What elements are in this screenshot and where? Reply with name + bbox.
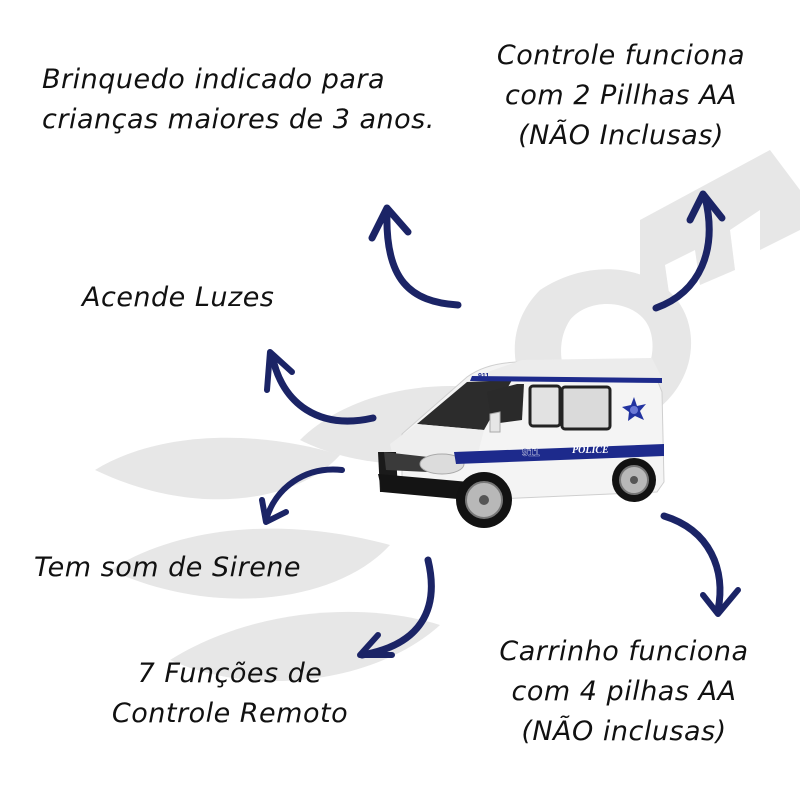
age-line-2: crianças maiores de 3 anos. <box>42 104 435 135</box>
arrow-up-right-icon <box>652 190 726 312</box>
car-batteries-line-1: Carrinho funciona <box>499 636 749 667</box>
controller-line-2: com 2 Pillhas AA <box>504 80 738 111</box>
controller-batteries-text: Controle funciona com 2 Pillhas AA (NÃO … <box>486 36 756 156</box>
grille <box>384 452 428 472</box>
car-batteries-text: Carrinho funciona com 4 pilhas AA (NÃO i… <box>484 632 764 752</box>
rear-wheel <box>612 458 656 502</box>
arrow-up-left-icon <box>368 204 462 309</box>
arrow-car-batteries-icon <box>660 512 741 617</box>
rear-side-window <box>560 385 612 431</box>
top-stripe <box>470 376 662 383</box>
watermark-leaf-1 <box>95 437 340 500</box>
car-batteries-line-2: com 4 pilhas AA <box>511 676 737 707</box>
watermark-m <box>640 150 800 310</box>
arrow-siren-icon <box>259 466 345 525</box>
age-recommendation-text: Brinquedo indicado para crianças maiores… <box>42 60 435 140</box>
police-ambulance-toy-image: 911 POLICE 911 <box>378 358 665 528</box>
siren-feature-text: Tem som de Sirene <box>34 552 302 583</box>
front-wheel <box>456 472 512 528</box>
arrow-lights-icon <box>264 349 377 425</box>
remote-functions-text: 7 Funções de Controle Remoto <box>100 654 360 734</box>
car-batteries-line-3: (NÃO inclusas) <box>521 716 727 747</box>
roof-911-text: 911 <box>478 373 489 380</box>
controller-line-3: (NÃO Inclusas) <box>518 120 724 151</box>
age-line-1: Brinquedo indicado para <box>42 64 386 95</box>
headlight <box>419 453 465 475</box>
police-text: POLICE <box>572 445 609 456</box>
arrow-functions-icon <box>357 556 435 659</box>
controller-line-1: Controle funciona <box>496 40 746 71</box>
van-roof <box>482 358 664 382</box>
watermark-leaf-2 <box>110 528 390 599</box>
watermark-leaf-3 <box>170 611 440 682</box>
police-star-badge-icon <box>622 397 646 421</box>
middle-window <box>528 384 562 428</box>
functions-line-2: Controle Remoto <box>111 698 349 729</box>
number-911: 911 <box>522 447 540 459</box>
side-stripe <box>454 444 664 464</box>
lights-feature-text: Acende Luzes <box>82 282 275 313</box>
side-mirror <box>489 411 501 433</box>
functions-line-1: 7 Funções de <box>137 658 323 689</box>
